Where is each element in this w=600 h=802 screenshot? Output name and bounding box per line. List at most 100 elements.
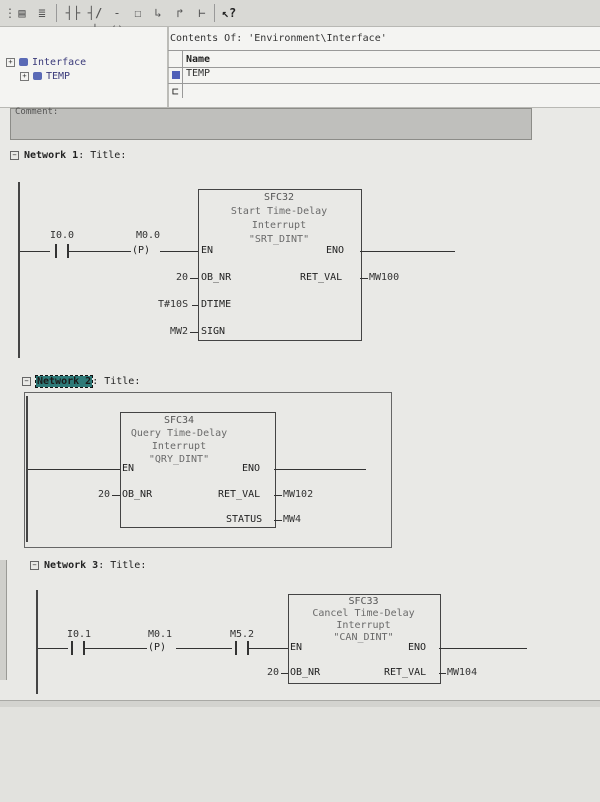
network-settings-icon[interactable]: ▤ [18, 6, 26, 20]
wire [20, 251, 50, 252]
param-value[interactable]: 20 [98, 489, 111, 500]
connection-icon[interactable]: ⊢ [198, 6, 206, 20]
block-description: Interrupt [151, 441, 207, 452]
collapse-icon[interactable]: − [30, 560, 39, 570]
tree-child-label: TEMP [46, 71, 71, 82]
grid-line [182, 50, 183, 98]
pin-dtime: DTIME [201, 299, 232, 310]
collapse-icon[interactable]: − [22, 376, 31, 386]
block-name: SFC34 [163, 415, 195, 426]
param-value[interactable]: T#10S [158, 299, 189, 310]
interface-icon [19, 58, 28, 66]
pin-en: EN [290, 642, 303, 653]
expand-icon[interactable]: + [6, 57, 15, 67]
pin-status: STATUS [226, 514, 263, 525]
block-symbol: "QRY_DINT" [148, 454, 210, 465]
pin-ob-nr: OB_NR [201, 272, 232, 283]
pin-ret-val: RET_VAL [300, 272, 343, 283]
wire [360, 251, 455, 252]
toolbar-separator [56, 4, 57, 22]
pin-eno: ENO [242, 463, 261, 474]
positive-edge-coil[interactable]: (P) [132, 245, 151, 256]
grid-line [168, 83, 600, 84]
left-scrollbar[interactable] [0, 560, 7, 680]
wire [439, 648, 527, 649]
tree-item-temp[interactable]: + TEMP [20, 71, 70, 82]
list-icon[interactable]: ≣ [38, 6, 46, 20]
wire [192, 305, 198, 306]
close-branch-icon[interactable]: ↱ [176, 6, 184, 20]
param-value[interactable]: MW4 [283, 514, 302, 525]
param-value[interactable]: MW104 [447, 667, 478, 678]
positive-edge-coil[interactable]: (P) [148, 642, 167, 653]
block-name: SFC32 [263, 192, 295, 203]
wire [274, 520, 282, 521]
wire [160, 251, 198, 252]
network-2-frame [24, 392, 392, 548]
column-header-name: Name [186, 54, 211, 65]
network-3-header[interactable]: −Network 3: Title: [30, 560, 146, 571]
network-title: : Title: [98, 560, 147, 571]
power-rail [36, 590, 38, 694]
param-value[interactable]: MW100 [369, 272, 400, 283]
param-value[interactable]: 20 [267, 667, 280, 678]
wire [112, 495, 120, 496]
toolbar-separator [214, 4, 215, 22]
pin-eno: ENO [326, 245, 345, 256]
sfc32-block[interactable] [198, 189, 362, 341]
wire [28, 469, 120, 470]
pin-ret-val: RET_VAL [218, 489, 261, 500]
sfc34-block[interactable] [120, 412, 276, 528]
help-icon[interactable]: ↖? [221, 6, 237, 20]
interface-pane: +Interface +TEMP Contents Of: 'Environme… [0, 27, 600, 108]
power-rail [26, 396, 28, 542]
block-description: Interrupt [336, 620, 391, 631]
details-pane [0, 707, 600, 802]
help-label: ? [229, 6, 237, 20]
collapse-icon[interactable]: − [10, 150, 19, 160]
expand-icon[interactable]: + [20, 71, 29, 81]
block-description: Interrupt [251, 220, 307, 231]
block-symbol: "SRT_DINT" [248, 234, 310, 245]
no-contact-icon[interactable] [235, 641, 249, 655]
grid-line [168, 67, 600, 68]
param-value[interactable]: MW2 [170, 326, 189, 337]
comment-label: Comment: [15, 107, 59, 117]
tree-item-interface[interactable]: + Interface [6, 57, 86, 68]
no-contact-icon[interactable] [71, 641, 85, 655]
nc-contact-icon[interactable]: ┤/├ [87, 6, 103, 38]
wire [38, 648, 68, 649]
grid-line [168, 50, 600, 51]
param-value[interactable]: MW102 [283, 489, 314, 500]
box-icon[interactable]: ☐ [134, 6, 142, 20]
no-contact-icon[interactable] [55, 244, 69, 258]
status-bar [0, 700, 600, 707]
variable-icon [172, 71, 180, 79]
folder-icon [33, 72, 42, 80]
new-row-icon[interactable]: ⊏ [172, 85, 179, 98]
row-temp[interactable]: TEMP [186, 68, 211, 79]
block-description: Cancel Time-Delay [312, 608, 415, 619]
sfc33-block[interactable] [288, 594, 441, 684]
tree-root-label: Interface [32, 57, 87, 68]
wire [274, 469, 366, 470]
comment-field[interactable]: Comment: [10, 107, 532, 140]
coil-icon[interactable]: -() [110, 6, 124, 38]
no-contact-icon[interactable]: ┤├ [65, 6, 81, 20]
contact-address: M0.1 [148, 629, 173, 640]
pin-ob-nr: OB_NR [122, 489, 153, 500]
network-2-header[interactable]: −Network 2: Title: [22, 375, 140, 388]
block-description: Start Time-Delay [230, 206, 328, 217]
network-label: Network 3 [44, 560, 99, 571]
contact-address: M0.0 [136, 230, 161, 241]
wire [176, 648, 232, 649]
wire [190, 332, 198, 333]
network-label: Network 2 [34, 375, 94, 388]
network-1-header[interactable]: −Network 1: Title: [10, 150, 126, 161]
wire [190, 278, 198, 279]
wire [69, 251, 131, 252]
wire [249, 648, 288, 649]
open-branch-icon[interactable]: ↳ [154, 6, 162, 20]
power-rail [18, 182, 20, 358]
param-value[interactable]: 20 [176, 272, 189, 283]
